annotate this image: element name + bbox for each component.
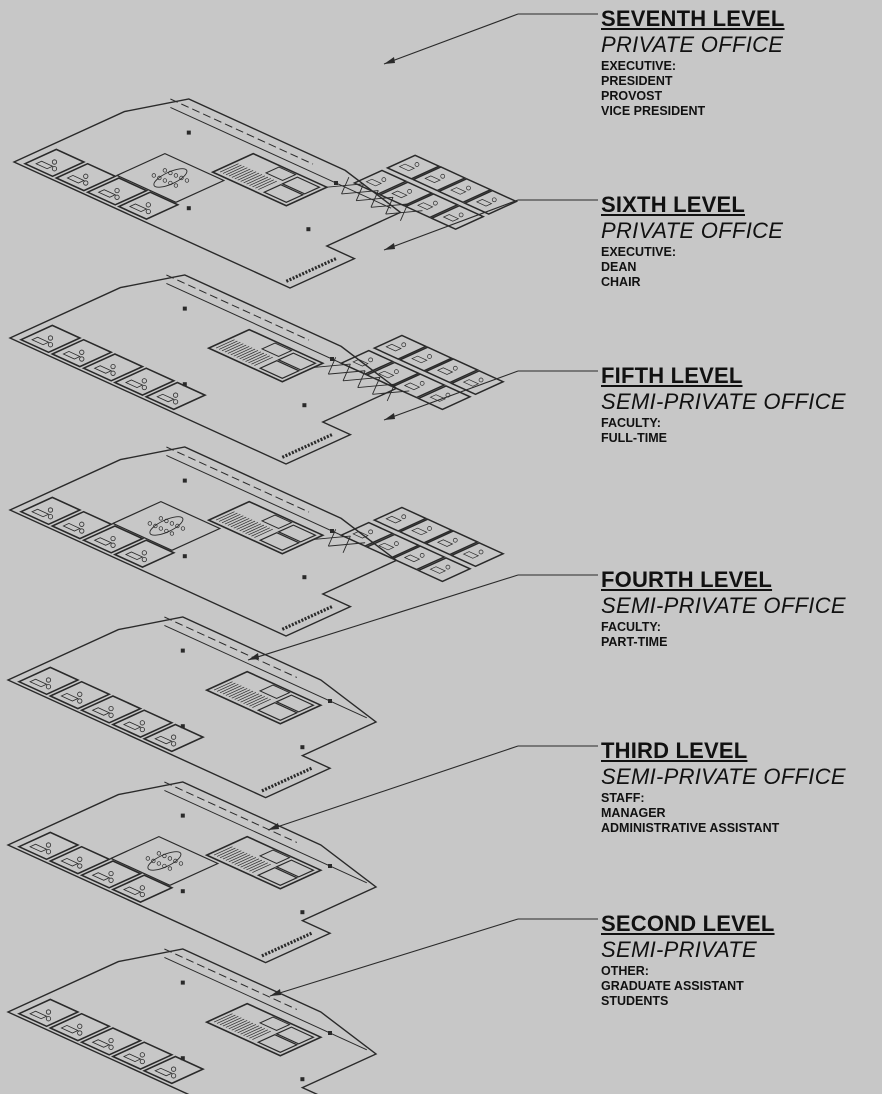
level-title: SEVENTH LEVEL [601, 6, 785, 31]
leader-line [247, 574, 519, 661]
office-type: SEMI-PRIVATE [601, 937, 757, 962]
leader-line [383, 370, 519, 421]
level-label-sixth: SIXTH LEVEL PRIVATE OFFICE EXECUTIVE: DE… [601, 194, 783, 290]
leader-line [383, 199, 519, 251]
role-item: MANAGER [601, 806, 666, 820]
role-item: PART-TIME [601, 635, 668, 649]
leader-arrow-icon [384, 413, 395, 420]
office-type: SEMI-PRIVATE OFFICE [601, 593, 846, 618]
role-item: PRESIDENT [601, 74, 673, 88]
role-item: ADMINISTRATIVE ASSISTANT [601, 821, 780, 835]
user-group: STAFF: [601, 791, 645, 805]
leader-line [267, 745, 519, 831]
level-label-second: SECOND LEVEL SEMI-PRIVATE OTHER: GRADUAT… [601, 913, 775, 1009]
office-type: PRIVATE OFFICE [601, 32, 784, 57]
office-type: SEMI-PRIVATE OFFICE [601, 764, 846, 789]
leader-arrow-icon [384, 57, 395, 64]
user-group: FACULTY: [601, 416, 661, 430]
slab-outline [6, 781, 378, 964]
role-item: PROVOST [601, 89, 663, 103]
role-item: DEAN [601, 260, 637, 274]
level-label-seventh: SEVENTH LEVEL PRIVATE OFFICE EXECUTIVE: … [601, 8, 785, 119]
level-label-fourth: FOURTH LEVEL SEMI-PRIVATE OFFICE FACULTY… [601, 569, 846, 650]
leader-arrow-icon [248, 653, 259, 660]
leader-arrow-icon [268, 823, 279, 830]
role-item: STUDENTS [601, 994, 669, 1008]
slab-outline [6, 616, 378, 799]
user-group: EXECUTIVE: [601, 245, 677, 259]
user-group: OTHER: [601, 964, 649, 978]
level-title: THIRD LEVEL [601, 738, 748, 763]
role-item: FULL-TIME [601, 431, 667, 445]
floor-plate-sixth [8, 199, 598, 465]
user-group: FACULTY: [601, 620, 661, 634]
leader-line [269, 918, 519, 997]
floor-plate-second [6, 918, 598, 1094]
slab-outline [8, 274, 398, 465]
floor-plate-seventh [12, 13, 598, 289]
floor-plate-fifth [8, 370, 598, 637]
office-type: PRIVATE OFFICE [601, 218, 784, 243]
role-item: GRADUATE ASSISTANT [601, 979, 744, 993]
level-label-fifth: FIFTH LEVEL SEMI-PRIVATE OFFICE FACULTY:… [601, 365, 846, 446]
slab-outline [6, 948, 378, 1094]
slab-outline [8, 446, 398, 637]
leader-arrow-icon [270, 989, 281, 996]
level-title: FOURTH LEVEL [601, 567, 773, 592]
leader-arrow-icon [384, 243, 395, 250]
level-label-third: THIRD LEVEL SEMI-PRIVATE OFFICE STAFF: M… [601, 740, 846, 836]
user-group: EXECUTIVE: [601, 59, 677, 73]
role-item: CHAIR [601, 275, 641, 289]
role-item: VICE PRESIDENT [601, 104, 706, 118]
level-title: SECOND LEVEL [601, 911, 775, 936]
floor-plate-fourth [6, 574, 598, 799]
floor-plate-third [6, 745, 598, 964]
office-type: SEMI-PRIVATE OFFICE [601, 389, 846, 414]
leader-line [383, 13, 519, 65]
level-title: SIXTH LEVEL [601, 192, 745, 217]
level-title: FIFTH LEVEL [601, 363, 743, 388]
